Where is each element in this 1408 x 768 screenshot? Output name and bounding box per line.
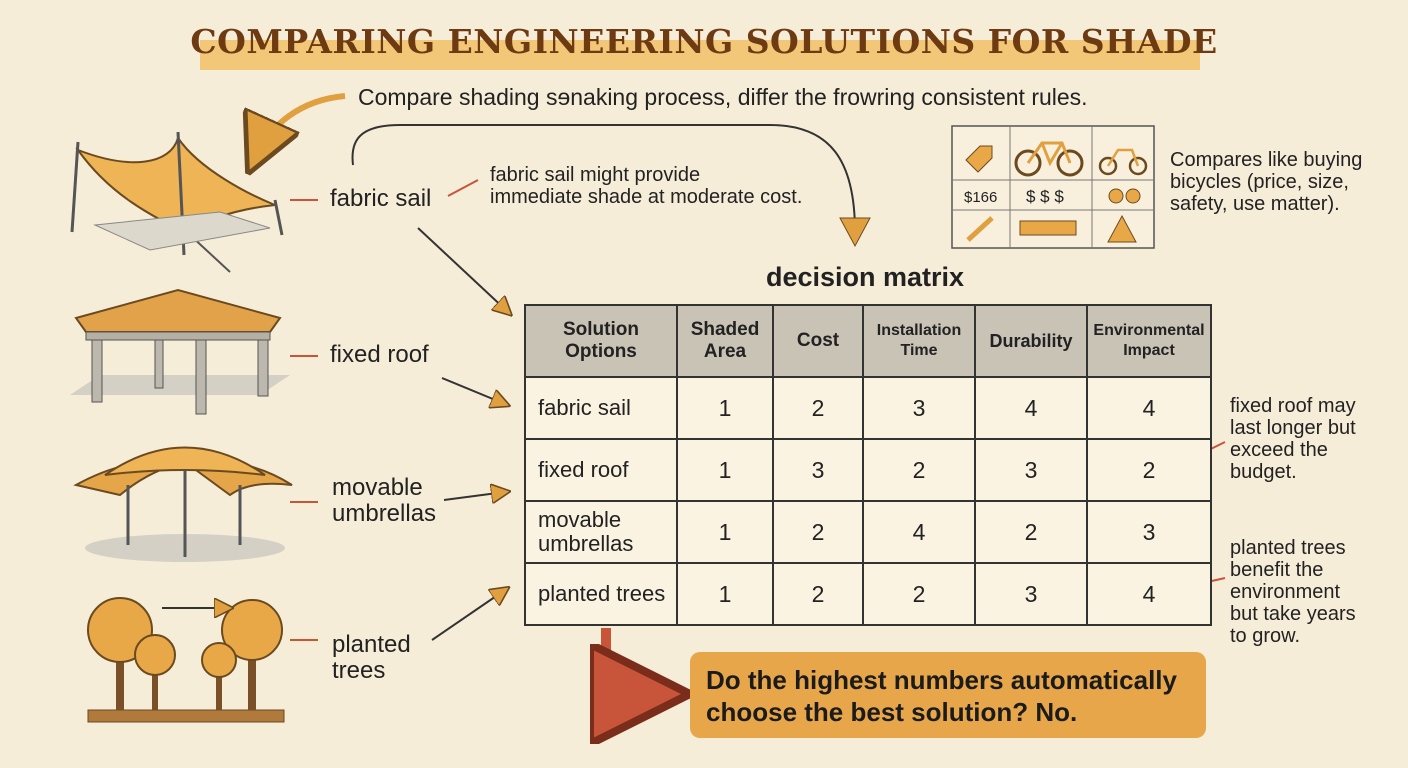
table-row: fixed roof 1 3 2 3 2	[524, 438, 1212, 502]
fabric-sail-icon	[70, 131, 284, 273]
cell-durability: 3	[974, 562, 1088, 626]
cell-installation-time: 2	[862, 562, 976, 626]
label-fabric-sail: fabric sail	[330, 185, 432, 212]
table-row: planted trees 1 2 2 3 4	[524, 562, 1212, 626]
cell-shaded-area: 1	[676, 500, 774, 564]
cell-cost: 2	[772, 500, 864, 564]
arc-arrow	[351, 124, 856, 233]
warning-icon	[1107, 214, 1137, 243]
callout-arrow	[606, 628, 660, 694]
note-bicycles: Compares like buying bicycles (price, si…	[1170, 149, 1363, 215]
cell-environmental-impact: 4	[1086, 562, 1212, 626]
cell-cost: 2	[772, 376, 864, 440]
page-title: COMPARING ENGINEERING SOLUTIONS FOR SHAD…	[190, 22, 1218, 61]
label-planted-trees: planted trees	[332, 631, 411, 684]
label-fixed-roof: fixed roof	[330, 341, 429, 368]
roof-arrow	[441, 377, 505, 404]
bicycle-icon	[1014, 141, 1084, 177]
cell-cost: 2	[772, 562, 864, 626]
header-installation-time: Installation Time	[862, 304, 976, 378]
subtitle-arrow	[255, 93, 346, 158]
umbrella-arrow	[443, 492, 505, 500]
matrix-heading: decision matrix	[765, 262, 965, 292]
bike-dollar-text: $ $ $	[1026, 187, 1064, 206]
cell-durability: 4	[974, 376, 1088, 440]
header-cost: Cost	[772, 304, 864, 378]
row-option: movable umbrellas	[524, 500, 678, 564]
matrix-header-row: Solution Options Shaded Area Cost Instal…	[524, 304, 1212, 378]
cell-shaded-area: 1	[676, 376, 774, 440]
price-tag-icon	[965, 145, 993, 173]
coin-icon	[1108, 188, 1141, 204]
ruler-icon	[1019, 220, 1077, 236]
sail-arrow	[417, 227, 508, 312]
cell-shaded-area: 1	[676, 562, 774, 626]
conclusion-callout: Do the highest numbers automatically cho…	[690, 652, 1206, 738]
cell-durability: 2	[974, 500, 1088, 564]
note-fixed-roof: fixed roof may last longer but exceed th…	[1230, 395, 1356, 483]
trees-arrow	[431, 590, 505, 641]
header-shaded-area: Shaded Area	[676, 304, 774, 378]
row-option: planted trees	[524, 562, 678, 626]
cell-installation-time: 3	[862, 376, 976, 440]
cell-shaded-area: 1	[676, 438, 774, 502]
bike-price-text: $166	[964, 189, 997, 206]
label-movable-umbrellas: movable umbrellas	[332, 474, 437, 527]
cell-cost: 3	[772, 438, 864, 502]
note-planted-trees: planted trees benefit the environment bu…	[1230, 537, 1356, 647]
subtitle: Compare shading sɘnaking process, differ…	[358, 84, 1088, 110]
fixed-roof-icon	[70, 288, 290, 415]
header-durability: Durability	[974, 304, 1088, 378]
pencil-icon	[966, 216, 994, 242]
cell-installation-time: 2	[862, 438, 976, 502]
row-option: fabric sail	[524, 376, 678, 440]
cell-environmental-impact: 2	[1086, 438, 1212, 502]
title-highlight-band	[200, 40, 1200, 70]
cell-durability: 3	[974, 438, 1088, 502]
cell-environmental-impact: 3	[1086, 500, 1212, 564]
header-environmental-impact: Environmental Impact	[1086, 304, 1212, 378]
table-row: fabric sail 1 2 3 4 4	[524, 376, 1212, 440]
table-row: movable umbrellas 1 2 4 2 3	[524, 500, 1212, 564]
header-solution-options: Solution Options	[524, 304, 678, 378]
small-bicycle-icon	[1098, 148, 1148, 176]
bike-comparison-panel	[951, 125, 1155, 249]
movable-umbrellas-icon	[73, 446, 293, 562]
decision-matrix: Solution Options Shaded Area Cost Instal…	[524, 304, 1212, 626]
cell-installation-time: 4	[862, 500, 976, 564]
planted-trees-icon	[87, 597, 285, 723]
row-option: fixed roof	[524, 438, 678, 502]
note-fabric-sail: fabric sail might provide immediate shad…	[490, 164, 803, 208]
cell-environmental-impact: 4	[1086, 376, 1212, 440]
